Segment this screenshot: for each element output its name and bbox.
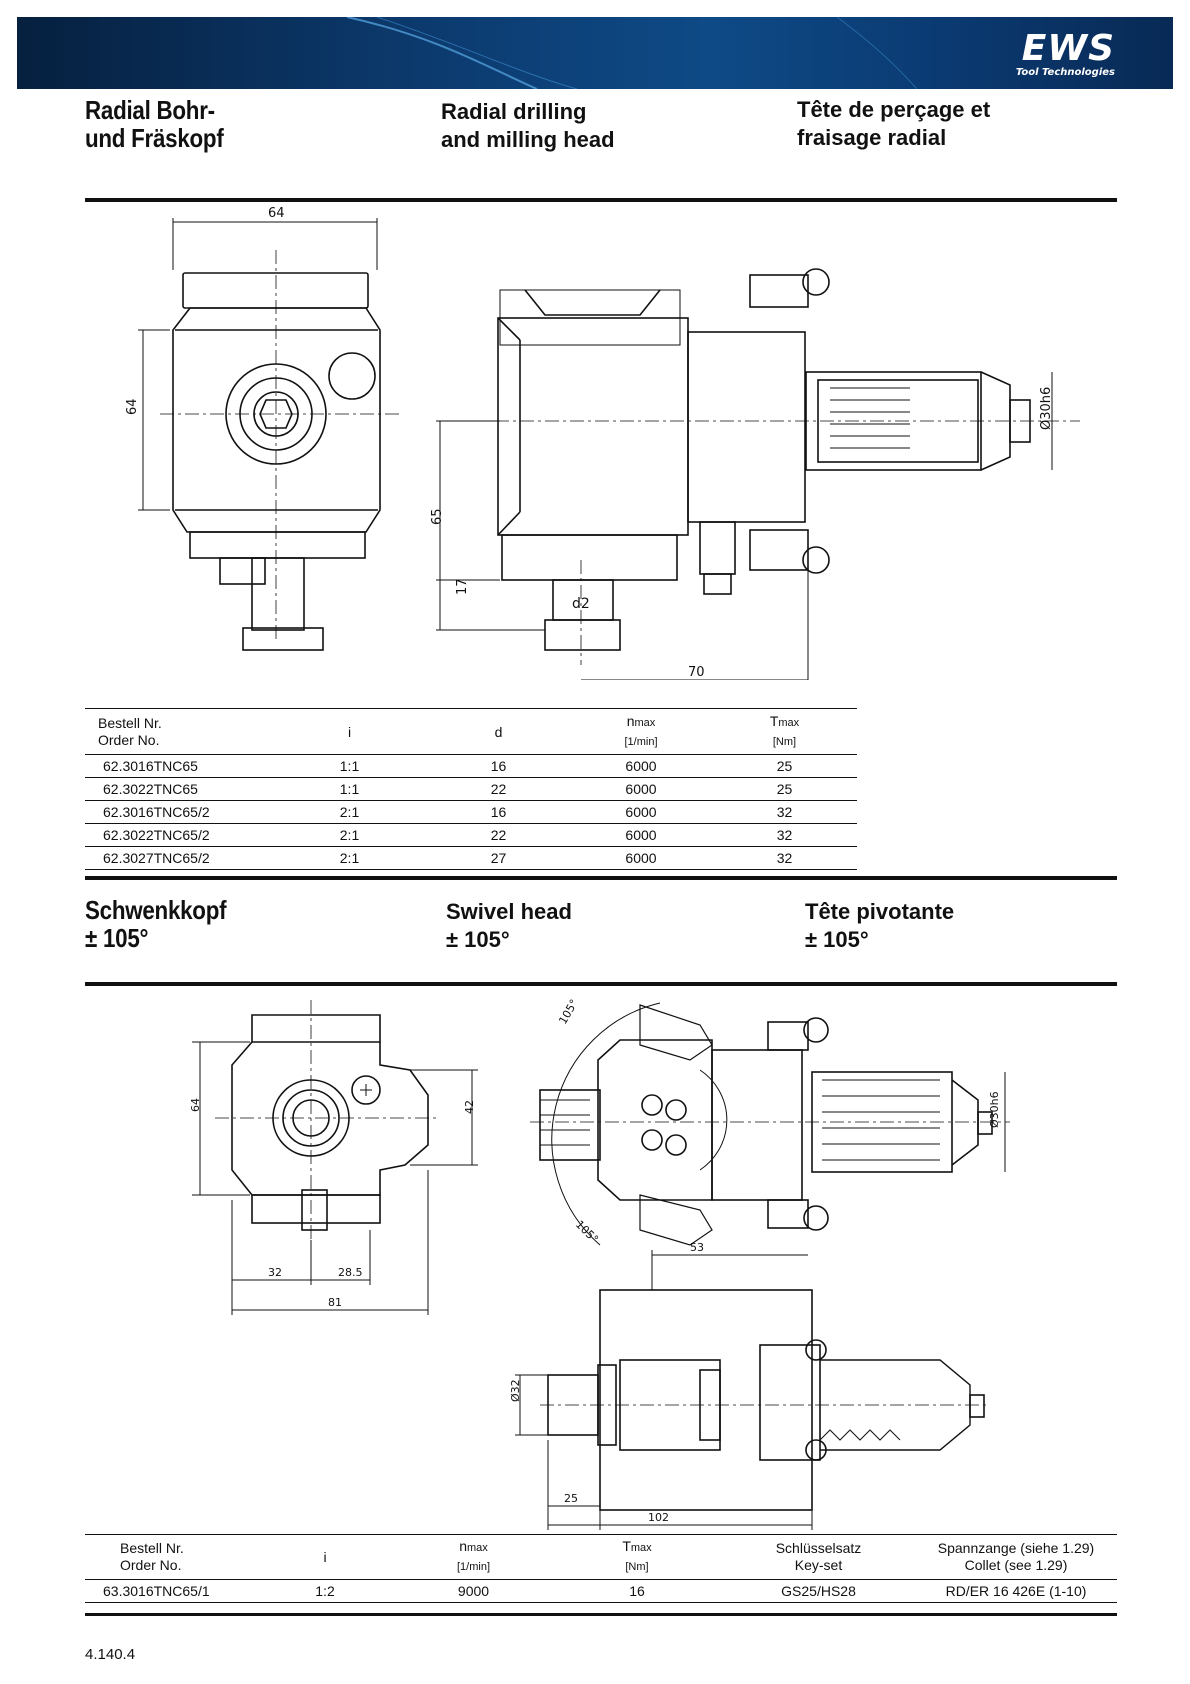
svg-text:32: 32: [268, 1266, 282, 1279]
svg-text:Ø32: Ø32: [509, 1379, 522, 1402]
section2-rule: [85, 982, 1117, 986]
section2-spec-table: Bestell Nr.Order No. i nmax[1/min] Tmax[…: [85, 1534, 1117, 1603]
section2-bottom-rule: [85, 1613, 1117, 1616]
section2-title-fr: Tête pivotante± 105°: [805, 899, 955, 952]
svg-text:Ø30h6: Ø30h6: [1039, 387, 1054, 430]
table-header-row: Bestell Nr.Order No. i d nmax[1/min] Tma…: [85, 708, 857, 755]
swivel-head-side-view: 53 Ø32 25 102: [509, 1241, 990, 1530]
svg-text:65: 65: [430, 508, 445, 525]
svg-text:64: 64: [268, 206, 285, 221]
swivel-head-top-view: 105° 105° Ø30h6: [530, 997, 1010, 1246]
banner-light-streaks: [346, 17, 918, 89]
swivel-head-front-view: 64 42 32 28.5 81: [189, 1000, 478, 1315]
ews-logo: EWS Tool Technologies: [1015, 28, 1115, 79]
svg-text:Ø30h6: Ø30h6: [988, 1091, 1001, 1128]
svg-text:42: 42: [463, 1100, 476, 1114]
svg-text:64: 64: [125, 398, 140, 415]
section1-rule: [85, 198, 1117, 202]
header-banner: EWS Tool Technologies: [17, 17, 1173, 89]
section2-title-de: Schwenkkopf± 105°: [85, 895, 227, 953]
svg-text:102: 102: [648, 1511, 669, 1524]
radial-head-front-view: 64 64: [125, 206, 400, 651]
radial-head-side-view: Ø30h6 d2 65 17 70: [430, 268, 1080, 680]
table-header-row: Bestell Nr.Order No. i nmax[1/min] Tmax[…: [85, 1534, 1117, 1580]
section1-spec-table: Bestell Nr.Order No. i d nmax[1/min] Tma…: [85, 708, 857, 870]
table-row: 63.3016TNC65/1 1:2 9000 16 GS25/HS28 RD/…: [85, 1579, 1117, 1603]
swivel-head-drawing: 64 42 32 28.5 81 105° 105°: [189, 997, 1010, 1530]
section1-title-de: Radial Bohr-und Fräskopf: [85, 95, 224, 153]
svg-text:25: 25: [564, 1492, 578, 1505]
svg-text:28.5: 28.5: [338, 1266, 363, 1279]
svg-text:64: 64: [189, 1098, 202, 1112]
svg-text:d2: d2: [572, 596, 590, 612]
svg-text:17: 17: [455, 578, 470, 595]
svg-text:53: 53: [690, 1241, 704, 1254]
section2-top-rule: [85, 876, 1117, 880]
section2-title-en: Swivel head± 105°: [446, 899, 572, 952]
page-number: 4.140.4: [85, 1646, 136, 1663]
svg-text:70: 70: [688, 665, 705, 680]
svg-text:105°: 105°: [556, 997, 581, 1026]
svg-text:81: 81: [328, 1296, 342, 1309]
radial-head-drawing: 64 64 Ø30h6: [125, 206, 1080, 680]
